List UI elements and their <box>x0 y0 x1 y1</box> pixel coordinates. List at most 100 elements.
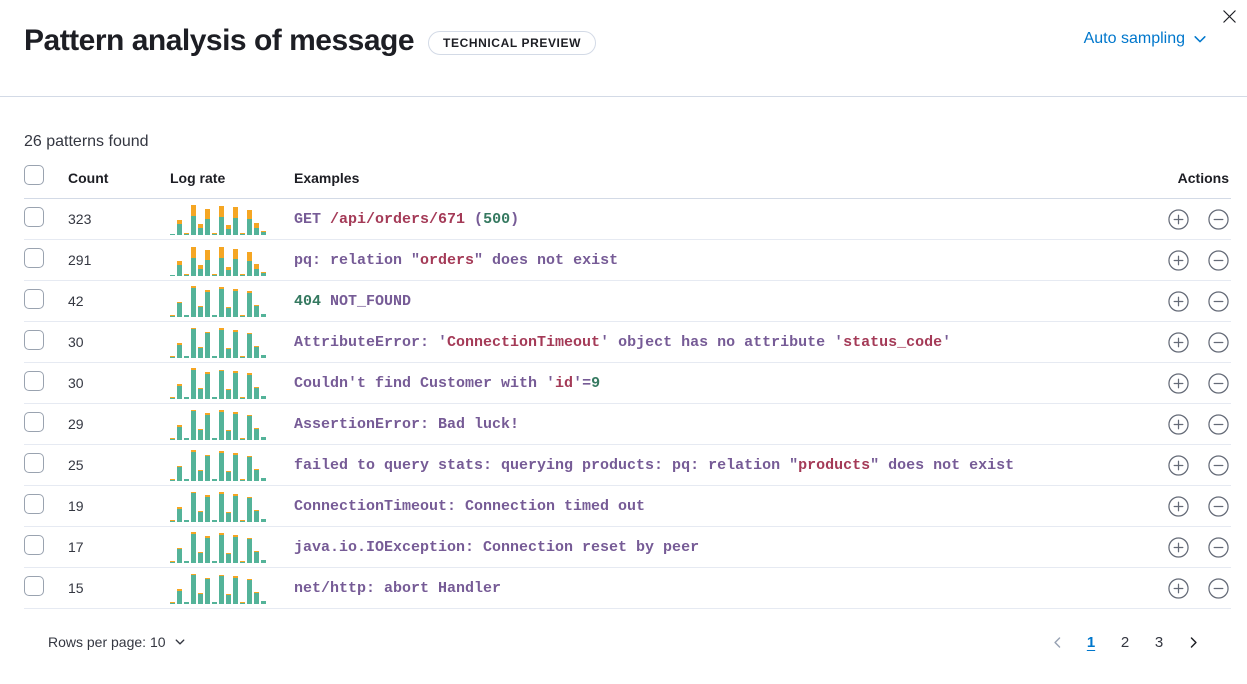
row-checkbox[interactable] <box>24 247 44 268</box>
plus-circle-icon <box>1167 495 1189 517</box>
plus-circle-icon <box>1167 413 1189 435</box>
sparkline-bar <box>247 537 252 563</box>
rows-per-page-dropdown[interactable]: Rows per page: 10 <box>48 634 186 650</box>
include-pattern-button[interactable] <box>1167 413 1189 435</box>
row-checkbox[interactable] <box>24 452 44 473</box>
include-pattern-button[interactable] <box>1167 495 1189 517</box>
exclude-pattern-button[interactable] <box>1207 290 1229 312</box>
sparkline-bar <box>226 470 231 481</box>
sparkline-bar <box>233 535 238 563</box>
log-rate-sparkline <box>170 570 270 606</box>
log-rate-sparkline <box>170 488 270 524</box>
sparkline-bar <box>205 413 210 440</box>
sparkline-bar <box>177 261 182 276</box>
example-token: pq: relation " <box>294 251 421 269</box>
page-number-1[interactable]: 1 <box>1079 629 1103 655</box>
row-checkbox[interactable] <box>24 206 44 227</box>
sparkline-bar <box>254 345 259 358</box>
next-page-button[interactable] <box>1181 630 1205 654</box>
exclude-pattern-button[interactable] <box>1207 208 1229 230</box>
sparkline-bar <box>170 561 175 563</box>
sparkline-bar <box>219 369 224 399</box>
sparkline-bar <box>205 250 210 276</box>
sparkline-bar <box>177 302 182 317</box>
pattern-count: 17 <box>68 539 84 555</box>
include-pattern-button[interactable] <box>1167 454 1189 476</box>
close-button[interactable] <box>1217 4 1241 28</box>
exclude-pattern-button[interactable] <box>1207 372 1229 394</box>
sparkline-bar <box>198 429 203 440</box>
sparkline-bar <box>191 491 196 522</box>
row-checkbox[interactable] <box>24 575 44 596</box>
include-pattern-button[interactable] <box>1167 331 1189 353</box>
exclude-pattern-button[interactable] <box>1207 249 1229 271</box>
example-token: 500 <box>483 210 511 228</box>
exclude-pattern-button[interactable] <box>1207 331 1229 353</box>
sparkline-bar <box>219 492 224 522</box>
exclude-pattern-button[interactable] <box>1207 536 1229 558</box>
log-rate-sparkline <box>170 365 270 401</box>
include-pattern-button[interactable] <box>1167 290 1189 312</box>
example-token: failed to query stats: querying products… <box>294 456 799 474</box>
exclude-pattern-button[interactable] <box>1207 495 1229 517</box>
sparkline-bar <box>177 589 182 604</box>
sparkline-bar <box>177 548 182 563</box>
select-all-checkbox[interactable] <box>24 165 44 185</box>
sparkline-bar <box>177 466 182 481</box>
sparkline-bar <box>191 368 196 399</box>
sampling-dropdown-label: Auto sampling <box>1083 30 1185 47</box>
sparkline-bar <box>240 438 245 440</box>
sparkline-bar <box>205 331 210 358</box>
sparkline-bar <box>254 510 259 522</box>
sparkline-bar <box>212 274 217 276</box>
sparkline-bar <box>198 264 203 276</box>
plus-circle-icon <box>1167 536 1189 558</box>
row-checkbox[interactable] <box>24 329 44 350</box>
include-pattern-button[interactable] <box>1167 208 1189 230</box>
include-pattern-button[interactable] <box>1167 536 1189 558</box>
example-token: " does not exist <box>474 251 619 269</box>
example-token: AssertionError: Bad luck! <box>294 415 520 433</box>
sparkline-bar <box>170 315 175 317</box>
exclude-pattern-button[interactable] <box>1207 454 1229 476</box>
sparkline-bar <box>233 207 238 235</box>
sparkline-bar <box>205 495 210 522</box>
previous-page-button[interactable] <box>1045 630 1069 654</box>
row-checkbox[interactable] <box>24 370 44 391</box>
sparkline-bar <box>261 477 266 481</box>
page-number-2[interactable]: 2 <box>1113 629 1137 655</box>
sparkline-bar <box>240 233 245 235</box>
sparkline-bar <box>240 356 245 358</box>
include-pattern-button[interactable] <box>1167 577 1189 599</box>
sparkline-bar <box>247 496 252 522</box>
flyout-header: Pattern analysis of message TECHNICAL PR… <box>0 0 1247 97</box>
plus-circle-icon <box>1167 372 1189 394</box>
example-token: AttributeError: ' <box>294 333 448 351</box>
row-checkbox[interactable] <box>24 493 44 514</box>
include-pattern-button[interactable] <box>1167 372 1189 394</box>
exclude-pattern-button[interactable] <box>1207 577 1229 599</box>
sparkline-bar <box>233 249 238 276</box>
page-number-3[interactable]: 3 <box>1147 629 1171 655</box>
sparkline-bar <box>261 395 266 399</box>
row-checkbox[interactable] <box>24 534 44 555</box>
example-token: Couldn't find Customer with ' <box>294 374 556 392</box>
minus-circle-icon <box>1207 454 1229 476</box>
row-checkbox[interactable] <box>24 411 44 432</box>
sampling-dropdown[interactable]: Auto sampling <box>1084 30 1207 48</box>
sparkline-bar <box>205 577 210 604</box>
pattern-count: 291 <box>68 252 92 268</box>
row-checkbox[interactable] <box>24 288 44 309</box>
exclude-pattern-button[interactable] <box>1207 413 1229 435</box>
include-pattern-button[interactable] <box>1167 249 1189 271</box>
sparkline-bar <box>205 290 210 317</box>
sparkline-bar <box>205 536 210 563</box>
sparkline-bar <box>170 520 175 522</box>
example-text: failed to query stats: querying products… <box>294 457 1139 474</box>
example-token: '= <box>573 374 592 392</box>
sparkline-bar <box>191 532 196 563</box>
